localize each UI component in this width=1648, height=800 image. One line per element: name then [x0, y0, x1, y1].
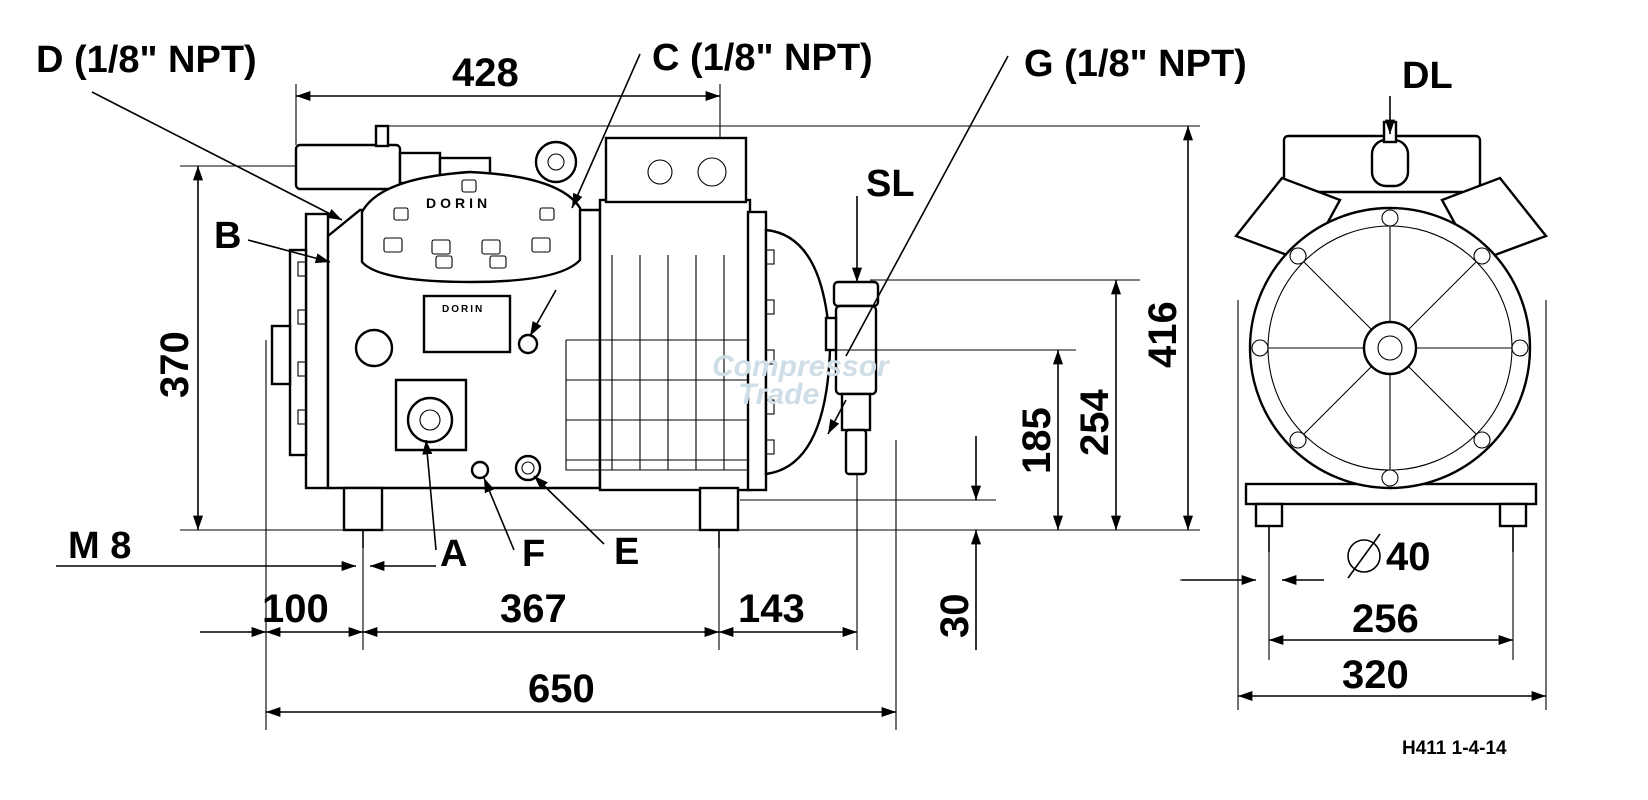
label-b-port: B: [214, 215, 241, 257]
dimension-lines: [56, 90, 1546, 718]
dim-185: 185: [1015, 407, 1059, 474]
dim-370: 370: [153, 331, 197, 398]
dim-416: 416: [1141, 301, 1185, 368]
dim-100: 100: [262, 587, 329, 631]
leader-lines: [91, 53, 1009, 551]
label-a-port: A: [440, 533, 467, 575]
label-g-port: G (1/8" NPT): [1024, 43, 1247, 85]
head-brand: DORIN: [426, 195, 491, 211]
head-bolts: [383, 179, 555, 269]
dim-428: 428: [452, 51, 519, 95]
label-m8-thread: M 8: [68, 525, 131, 567]
dim-40: 40: [1386, 535, 1431, 579]
label-suction-line: SL: [866, 163, 915, 205]
label-e-port: E: [614, 531, 639, 573]
flange-bolts-left: [297, 261, 307, 425]
watermark-line1: Compressor: [712, 350, 891, 383]
end-view: [1234, 120, 1548, 552]
drawing-code: H411 1-4-14: [1402, 738, 1507, 759]
label-d-port: D (1/8" NPT): [36, 39, 257, 81]
watermark-line2: Trade: [738, 378, 819, 411]
dim-320: 320: [1342, 653, 1409, 697]
dim-650: 650: [528, 667, 595, 711]
motor-fins: [565, 255, 750, 471]
diameter-dimension: 40: [1347, 533, 1431, 579]
cover-ribs: [1268, 226, 1512, 470]
flange-bolts-right: [765, 249, 775, 455]
dim-143: 143: [738, 587, 805, 631]
dim-367: 367: [500, 587, 567, 631]
label-discharge-line: DL: [1402, 55, 1453, 97]
label-f-port: F: [522, 533, 545, 575]
side-view: DORIN DORIN: [270, 124, 880, 548]
label-c-port: C (1/8" NPT): [652, 37, 873, 79]
cover-bolts: [1251, 209, 1529, 487]
extension-lines: [180, 84, 1547, 730]
diameter-icon: [1347, 539, 1381, 573]
dim-30: 30: [933, 594, 977, 639]
nameplate-brand: DORIN: [442, 304, 484, 315]
dim-256: 256: [1352, 597, 1419, 641]
dim-254: 254: [1073, 389, 1117, 456]
